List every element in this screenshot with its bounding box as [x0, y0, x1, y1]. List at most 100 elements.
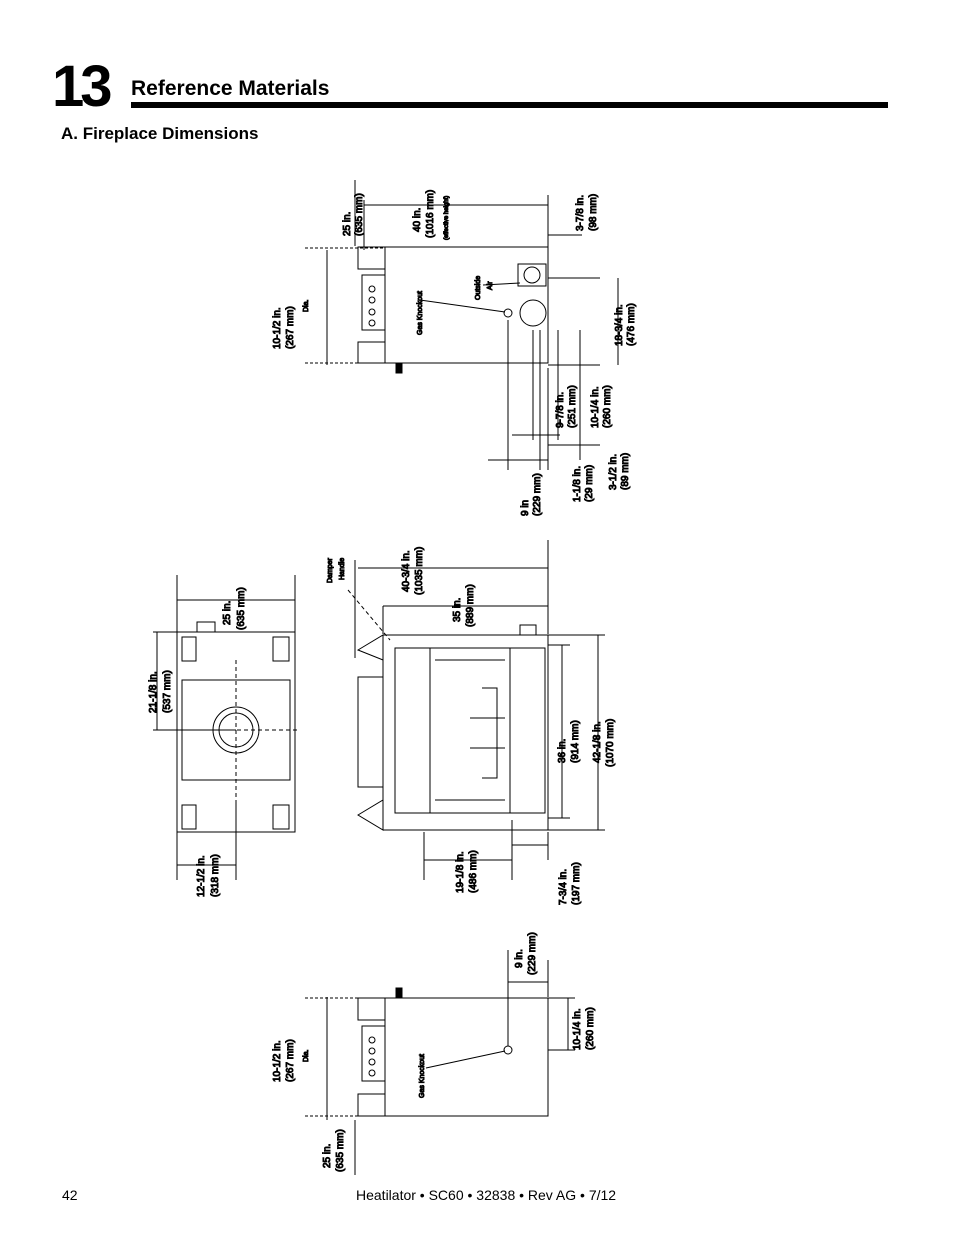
dim-air-mm: (476 mm): [626, 303, 637, 346]
bottom-dim-collar-note: Dia.: [303, 1049, 310, 1062]
top-dim-width-mm: (635 mm): [236, 587, 247, 630]
top-dim-center-mm: (537 mm): [162, 670, 173, 713]
collar-bolt: [368, 1058, 376, 1066]
header-rule: [131, 102, 888, 108]
collar-bolt: [368, 1047, 376, 1055]
dim-d-in: 3-1/2 in.: [608, 454, 619, 490]
front-view-flange-lower: [357, 799, 384, 831]
front-dim-open-mm: (914 mm): [570, 720, 581, 763]
bottom-dim-depth-in: 25 in.: [322, 1144, 333, 1168]
label-air: Air: [487, 281, 494, 290]
top-view-tab: [196, 621, 216, 633]
front-dim-body-in: 35 in.: [452, 598, 463, 622]
front-dim-body-mm: (889 mm): [465, 584, 476, 627]
outside-air-box: [517, 263, 547, 287]
section-title: A. Fireplace Dimensions: [61, 124, 259, 143]
front-view-body: [382, 634, 549, 831]
chapter-number: 13: [52, 54, 112, 119]
dim-height-in: 40 in.: [412, 208, 423, 232]
dim-collar-note: Dia.: [303, 299, 310, 312]
dim-b-in: 10-1/4 in.: [590, 386, 601, 428]
front-view-opening: [429, 647, 511, 814]
collar-bolt: [368, 308, 376, 316]
bottom-label-gas-knockout: Gas Knockout: [419, 1054, 426, 1098]
collar-bolt: [368, 296, 376, 304]
bottom-dim-depth-mm: (635 mm): [335, 1129, 346, 1172]
dim-height-mm: (1016 mm): [425, 190, 436, 238]
top-view-pad: [272, 636, 290, 662]
top-view: 25 in. (635 mm) 21-1/8 in. (537 mm) 12-1…: [148, 575, 300, 898]
front-dim-total-mm: (1035 mm): [414, 547, 425, 595]
dim-air-in: 18-3/4 in.: [614, 304, 625, 346]
collar-bolt: [368, 1036, 376, 1044]
dim-d-mm: (89 mm): [620, 453, 631, 490]
front-dim-height-mm: (1070 mm): [605, 719, 616, 767]
dim-b-mm: (260 mm): [602, 385, 613, 428]
dim-collar-mm: (267 mm): [285, 306, 296, 349]
front-dim-half-in: 19-1/8 in.: [455, 851, 466, 893]
outside-air-knob: [523, 266, 541, 284]
bottom-dim-e-mm: (229 mm): [527, 932, 538, 975]
front-dim-half-mm: (486 mm): [468, 850, 479, 893]
side-top-collar: [361, 274, 386, 331]
gas-knockout-bottom: [503, 1045, 513, 1055]
bottom-dim-e-in: 9 in.: [514, 949, 525, 968]
dim-a-in: 9-7/8 in.: [555, 392, 566, 428]
dim-e-in: 9 in: [520, 500, 531, 516]
side-top-flange-upper: [357, 246, 386, 270]
dim-offset-mm: (98 mm): [588, 194, 599, 231]
side-bottom-collar: [361, 1025, 386, 1082]
side-top-flange-lower: [357, 341, 386, 364]
chapter-title: Reference Materials: [131, 77, 330, 100]
side-view-bottom: 9 in. (229 mm) 10-1/2 in. (267 mm) Dia. …: [272, 932, 597, 1175]
top-view-pad: [181, 636, 197, 662]
dim-depth-in: 25 in.: [342, 212, 353, 236]
side-bottom-body: [384, 997, 549, 1117]
front-view-hood: [357, 676, 384, 788]
top-dim-width-in: 25 in.: [222, 601, 233, 625]
bottom-dim-b-in: 10-1/4 in.: [572, 1008, 583, 1050]
bottom-dim-collar-in: 10-1/2 in.: [272, 1040, 283, 1082]
front-dim-total-in: 40-3/4 in.: [401, 550, 412, 592]
outside-air-collar: [519, 299, 547, 327]
front-view-screen-left: [394, 647, 431, 814]
front-dim-open-in: 36 in.: [557, 739, 568, 763]
front-dim-edge-mm: (197 mm): [571, 862, 582, 905]
dim-collar-in: 10-1/2 in.: [272, 307, 283, 349]
doc-info: Heatilator • SC60 • 32838 • Rev AG • 7/1…: [356, 1187, 617, 1203]
top-view-pad: [272, 804, 290, 830]
label-damper: Damper: [327, 557, 334, 583]
front-view-grate: [482, 687, 498, 779]
page-number: 42: [62, 1187, 78, 1203]
label-handle: Handle: [339, 558, 346, 580]
label-gas-knockout: Gas Knockout: [417, 291, 424, 335]
label-outside: Outside: [475, 276, 482, 300]
top-dim-center-in: 21-1/8 in.: [148, 671, 159, 713]
top-view-pad: [181, 804, 197, 830]
front-view-tab: [519, 624, 537, 636]
dim-e-mm: (229 mm): [532, 473, 543, 516]
front-view-flange-upper: [356, 634, 384, 661]
front-dim-height-in: 42-1/8 in.: [592, 721, 603, 763]
front-dim-edge-in: 7-3/4 in.: [558, 869, 569, 905]
side-bottom-flange-lower: [357, 1093, 386, 1117]
dim-height-note: (effective height): [444, 196, 450, 240]
gas-knockout-top: [503, 308, 513, 318]
top-dim-half-in: 12-1/2 in.: [196, 855, 207, 897]
collar-bolt: [368, 285, 376, 293]
collar-bolt: [368, 319, 376, 327]
front-view-screen-right: [509, 647, 546, 814]
dim-a-mm: (251 mm): [567, 385, 578, 428]
dim-depth-mm: (635 mm): [354, 193, 365, 236]
side-top-valve: [395, 362, 403, 374]
side-view-top: 25 in. (635 mm) 40 in. (1016 mm) (effect…: [272, 180, 638, 517]
bottom-dim-collar-mm: (267 mm): [285, 1039, 296, 1082]
dim-offset-in: 3-7/8 in.: [575, 195, 586, 231]
collar-bolt: [368, 1069, 376, 1077]
side-bottom-valve: [395, 987, 403, 999]
dim-c-in: 1-1/8 in.: [572, 466, 583, 502]
side-bottom-flange-upper: [357, 997, 386, 1021]
front-view: Damper Handle 40-3/4 in. (1035 mm) 35 in…: [327, 540, 617, 906]
bottom-dim-b-mm: (260 mm): [585, 1007, 596, 1050]
